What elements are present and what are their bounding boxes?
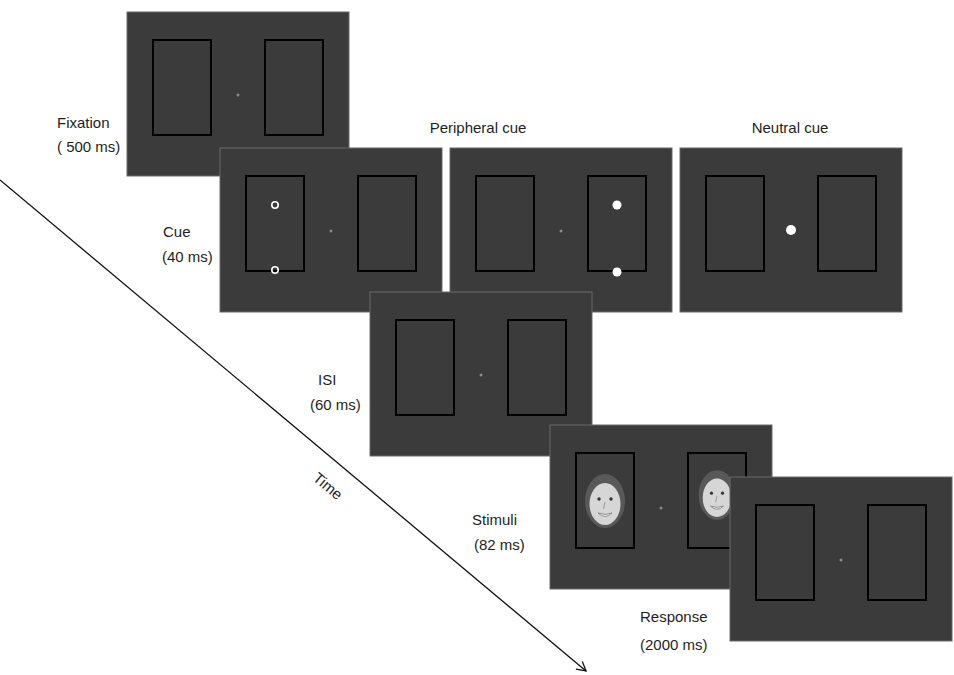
response-screen [730,477,952,641]
fixation-dot [660,507,663,510]
peripheral-cue-screen [450,148,672,312]
fixation-dot [237,94,240,97]
fixation-dot [840,559,843,562]
screen-frame [680,148,902,312]
fixation-dot [560,230,563,233]
phase-name: Response [640,608,708,625]
condition-title: Peripheral cue [430,119,527,136]
cue-ring [272,202,278,208]
neutral-cue-screen [680,148,902,312]
axis-label: Time [310,469,346,503]
fixation-dot [330,230,333,233]
screen-frame [220,148,442,312]
duration-label: (82 ms) [474,536,525,553]
cue-ring [272,267,278,273]
fixation-dot [480,374,483,377]
phase-name: ISI [318,371,336,388]
screen-frame [450,148,672,312]
phase-name: Cue [163,223,191,240]
phase-name: Fixation [57,114,110,131]
duration-label: (40 ms) [162,248,213,265]
face-image [585,474,625,528]
phase-name: Stimuli [472,511,517,528]
duration-label: (60 ms) [310,396,361,413]
duration-label: (2000 ms) [640,636,708,653]
screen-frame [730,477,952,641]
cue-dot [786,225,796,235]
condition-title: Neutral cue [752,119,829,136]
cue-dot [613,268,622,277]
cue-screen [220,148,442,312]
cue-dot [613,201,622,210]
duration-label: ( 500 ms) [57,138,120,155]
